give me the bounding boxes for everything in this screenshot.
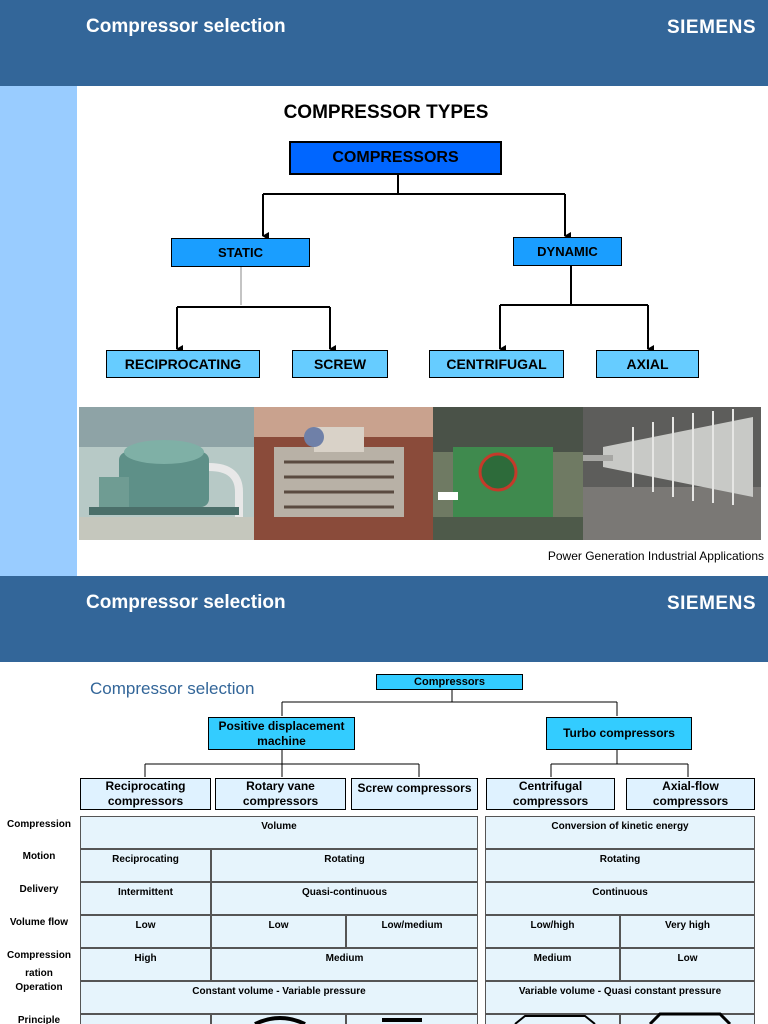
footer-caption: Power Generation Industrial Applications <box>547 549 764 563</box>
slide-compressor-types: Compressor selection SIEMENS COMPRESSOR … <box>0 0 768 576</box>
cell-ratio-axial: Low <box>620 948 755 981</box>
node-screw: SCREW <box>292 350 388 378</box>
axial-compressor-rotor-photo <box>583 407 761 540</box>
node-compressors: COMPRESSORS <box>289 141 502 175</box>
slide-subtitle: Compressor selection <box>90 679 255 698</box>
category-axial-flow: Axial-flow compressors <box>626 778 755 810</box>
cell-volume-recip: Low <box>80 915 211 948</box>
category-rotary-vane: Rotary vane compressors <box>215 778 346 810</box>
cell-compression-turbo: Conversion of kinetic energy <box>485 816 755 849</box>
cell-delivery-recip: Intermittent <box>80 882 211 915</box>
row-label-motion: Motion <box>22 851 56 862</box>
node-positive-displacement: Positive displacement machine <box>208 717 355 750</box>
selection-tree-connectors <box>144 690 689 777</box>
row-label-volume-flow: Volume flow <box>9 917 69 928</box>
cell-operation-pd: Constant volume - Variable pressure <box>80 981 478 1014</box>
cell-volume-axial: Very high <box>620 915 755 948</box>
cell-volume-rotary: Low <box>211 915 346 948</box>
node-compressors: Compressors <box>376 674 523 690</box>
reciprocating-compressor-photo <box>79 407 254 540</box>
siemens-logo: SIEMENS <box>666 17 756 38</box>
cell-operation-turbo: Variable volume - Quasi constant pressur… <box>485 981 755 1014</box>
header-title: Compressor selection <box>86 592 286 613</box>
node-centrifugal: CENTRIFUGAL <box>429 350 564 378</box>
row-label-principle: Principle <box>17 1015 61 1024</box>
row-label-compression: Compression <box>7 819 71 830</box>
row-label-compression-ratio: Compression ration <box>7 950 71 979</box>
slide-header: Compressor selection SIEMENS <box>0 0 768 86</box>
row-label-operation: Operation <box>15 982 63 993</box>
cell-motion-turbo: Rotating <box>485 849 755 882</box>
cell-delivery-rotating: Quasi-continuous <box>211 882 478 915</box>
principle-diagrams <box>254 1012 732 1024</box>
category-centrifugal: Centrifugal compressors <box>486 778 615 810</box>
cell-principle-recip <box>80 1014 211 1024</box>
category-screw: Screw compressors <box>351 778 478 810</box>
category-reciprocating: Reciprocating compressors <box>80 778 211 810</box>
cell-ratio-rotating: Medium <box>211 948 478 981</box>
node-turbo-compressors: Turbo compressors <box>546 717 692 750</box>
node-axial: AXIAL <box>596 350 699 378</box>
node-dynamic: DYNAMIC <box>513 237 622 266</box>
row-label-delivery: Delivery <box>19 884 59 895</box>
node-static: STATIC <box>171 238 310 267</box>
cell-delivery-turbo: Continuous <box>485 882 755 915</box>
cell-principle-centrifugal <box>485 1014 620 1024</box>
siemens-logo: SIEMENS <box>666 593 756 614</box>
left-sidebar-bar <box>0 86 77 576</box>
screw-compressor-photo <box>254 407 433 540</box>
slide-compressor-selection: Compressor selection SIEMENS Compressor … <box>0 576 768 1024</box>
cell-motion-recip: Reciprocating <box>80 849 211 882</box>
cell-motion-rotating: Rotating <box>211 849 478 882</box>
node-reciprocating: RECIPROCATING <box>106 350 260 378</box>
header-title: Compressor selection <box>86 16 286 37</box>
slide-heading: COMPRESSOR TYPES <box>283 102 489 123</box>
cell-compression-pd: Volume <box>80 816 478 849</box>
tree-connectors <box>176 174 654 353</box>
centrifugal-compressor-photo <box>433 407 583 540</box>
cell-volume-centrifugal: Low/high <box>485 915 620 948</box>
cell-volume-screw: Low/medium <box>346 915 478 948</box>
slide-header: Compressor selection SIEMENS <box>0 576 768 662</box>
cell-ratio-recip: High <box>80 948 211 981</box>
cell-ratio-centrifugal: Medium <box>485 948 620 981</box>
